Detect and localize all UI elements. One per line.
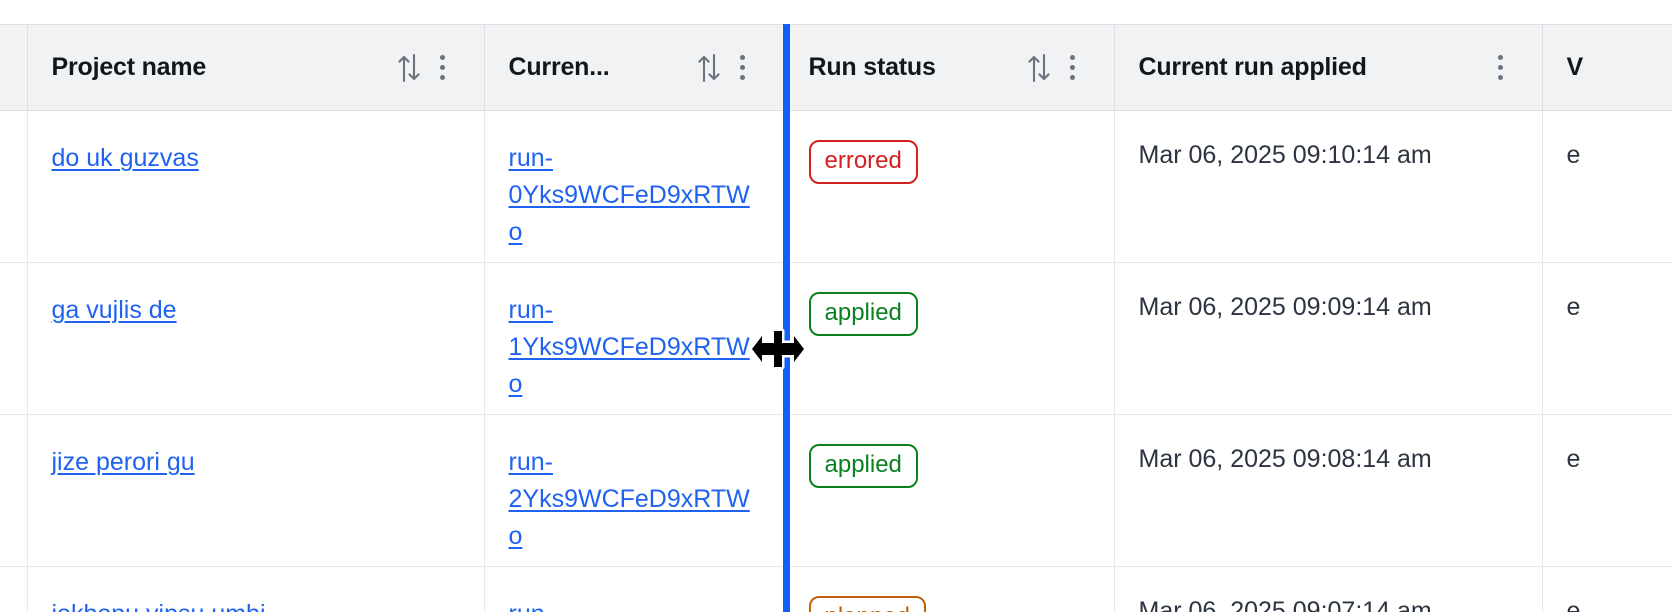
table-header: Project name bbox=[0, 24, 1672, 111]
kebab-menu-icon[interactable] bbox=[726, 48, 760, 88]
cell-clipped: e bbox=[1542, 110, 1672, 263]
cell-clipped: e bbox=[1542, 566, 1672, 612]
cell-run-status: planned bbox=[784, 566, 1115, 612]
status-badge: applied bbox=[808, 444, 918, 489]
cell-clipped: e bbox=[1542, 414, 1672, 567]
column-header-current-run[interactable]: Curren... bbox=[484, 24, 785, 111]
project-name-link[interactable]: jokbopu vipsu umbi bbox=[52, 600, 266, 612]
status-badge: planned bbox=[808, 596, 926, 612]
header-row: Project name bbox=[0, 24, 1672, 111]
row-gutter-cell bbox=[0, 566, 28, 612]
cell-current-run: run-2Yks9WCFeD9xRTWo bbox=[484, 414, 785, 567]
toolbar-whitespace bbox=[0, 0, 1672, 24]
column-header-project-name[interactable]: Project name bbox=[27, 24, 485, 111]
project-name-link[interactable]: ga vujlis de bbox=[51, 296, 177, 324]
table-row[interactable]: jize perori gu run-2Yks9WCFeD9xRTWo appl… bbox=[0, 414, 1672, 567]
column-header-current-run-applied-label: Current run applied bbox=[1138, 53, 1367, 81]
cell-run-status: errored bbox=[784, 110, 1115, 263]
column-header-clipped-label: V bbox=[1566, 53, 1583, 81]
row-gutter-cell bbox=[0, 414, 28, 567]
cell-current-run: run-1Yks9WCFeD9xRTWo bbox=[484, 262, 785, 415]
kebab-menu-icon[interactable] bbox=[1056, 48, 1090, 88]
current-run-applied-timestamp: Mar 06, 2025 09:07:14 am bbox=[1138, 597, 1432, 612]
current-run-link[interactable]: run-1Yks9WCFeD9xRTWo bbox=[508, 296, 750, 398]
cell-project-name: do uk guzvas bbox=[27, 110, 485, 263]
cell-project-name: jize perori gu bbox=[27, 414, 485, 567]
cell-clipped: e bbox=[1542, 262, 1672, 415]
cell-run-status: applied bbox=[784, 262, 1115, 415]
column-header-current-run-label: Curren... bbox=[508, 53, 610, 81]
table-row[interactable]: do uk guzvas run-0Yks9WCFeD9xRTWo errore… bbox=[0, 110, 1672, 263]
cell-current-run-applied: Mar 06, 2025 09:07:14 am bbox=[1114, 566, 1543, 612]
kebab-menu-icon[interactable] bbox=[1484, 48, 1518, 88]
sort-updown-icon[interactable] bbox=[692, 48, 726, 88]
column-header-clipped[interactable]: V bbox=[1542, 24, 1672, 111]
cell-project-name: ga vujlis de bbox=[27, 262, 485, 415]
current-run-link[interactable]: run-0Yks9WCFeD9xRTWo bbox=[508, 144, 750, 246]
status-badge: applied bbox=[808, 292, 918, 337]
cell-current-run-applied: Mar 06, 2025 09:09:14 am bbox=[1114, 262, 1543, 415]
column-header-run-status-label: Run status bbox=[808, 53, 936, 81]
column-header-run-status[interactable]: Run status bbox=[784, 24, 1115, 111]
cell-current-run-applied: Mar 06, 2025 09:08:14 am bbox=[1114, 414, 1543, 567]
clipped-cell-text: e bbox=[1566, 293, 1581, 321]
status-badge: errored bbox=[808, 140, 918, 185]
current-run-applied-timestamp: Mar 06, 2025 09:10:14 am bbox=[1138, 141, 1432, 169]
clipped-cell-text: e bbox=[1566, 597, 1581, 612]
column-header-current-run-applied[interactable]: Current run applied bbox=[1114, 24, 1543, 111]
row-gutter-cell bbox=[0, 262, 28, 415]
cell-current-run-applied: Mar 06, 2025 09:10:14 am bbox=[1114, 110, 1543, 263]
column-header-gutter bbox=[0, 24, 28, 111]
current-run-applied-timestamp: Mar 06, 2025 09:09:14 am bbox=[1138, 293, 1432, 321]
table-row[interactable]: ga vujlis de run-1Yks9WCFeD9xRTWo applie… bbox=[0, 262, 1672, 415]
cell-current-run: run-3Yks9WCFeD9xRTWo bbox=[484, 566, 785, 612]
sort-updown-icon[interactable] bbox=[392, 48, 426, 88]
table-row[interactable]: jokbopu vipsu umbi run-3Yks9WCFeD9xRTWo … bbox=[0, 566, 1672, 612]
sort-updown-icon[interactable] bbox=[1022, 48, 1056, 88]
current-run-applied-timestamp: Mar 06, 2025 09:08:14 am bbox=[1138, 445, 1432, 473]
column-header-project-name-label: Project name bbox=[51, 53, 207, 81]
clipped-cell-text: e bbox=[1566, 141, 1581, 169]
current-run-link[interactable]: run-3Yks9WCFeD9xRTWo bbox=[509, 600, 750, 612]
row-gutter-cell bbox=[0, 110, 28, 263]
current-run-link[interactable]: run-2Yks9WCFeD9xRTWo bbox=[508, 448, 750, 550]
projects-table: Project name bbox=[0, 24, 1672, 612]
project-name-link[interactable]: do uk guzvas bbox=[51, 144, 199, 172]
clipped-cell-text: e bbox=[1566, 445, 1581, 473]
projects-table-wrap: Project name bbox=[0, 24, 1672, 612]
cell-project-name: jokbopu vipsu umbi bbox=[27, 566, 485, 612]
kebab-menu-icon[interactable] bbox=[426, 48, 460, 88]
project-name-link[interactable]: jize perori gu bbox=[51, 448, 195, 476]
cell-run-status: applied bbox=[784, 414, 1115, 567]
cell-current-run: run-0Yks9WCFeD9xRTWo bbox=[484, 110, 785, 263]
table-body: do uk guzvas run-0Yks9WCFeD9xRTWo errore… bbox=[0, 110, 1672, 612]
